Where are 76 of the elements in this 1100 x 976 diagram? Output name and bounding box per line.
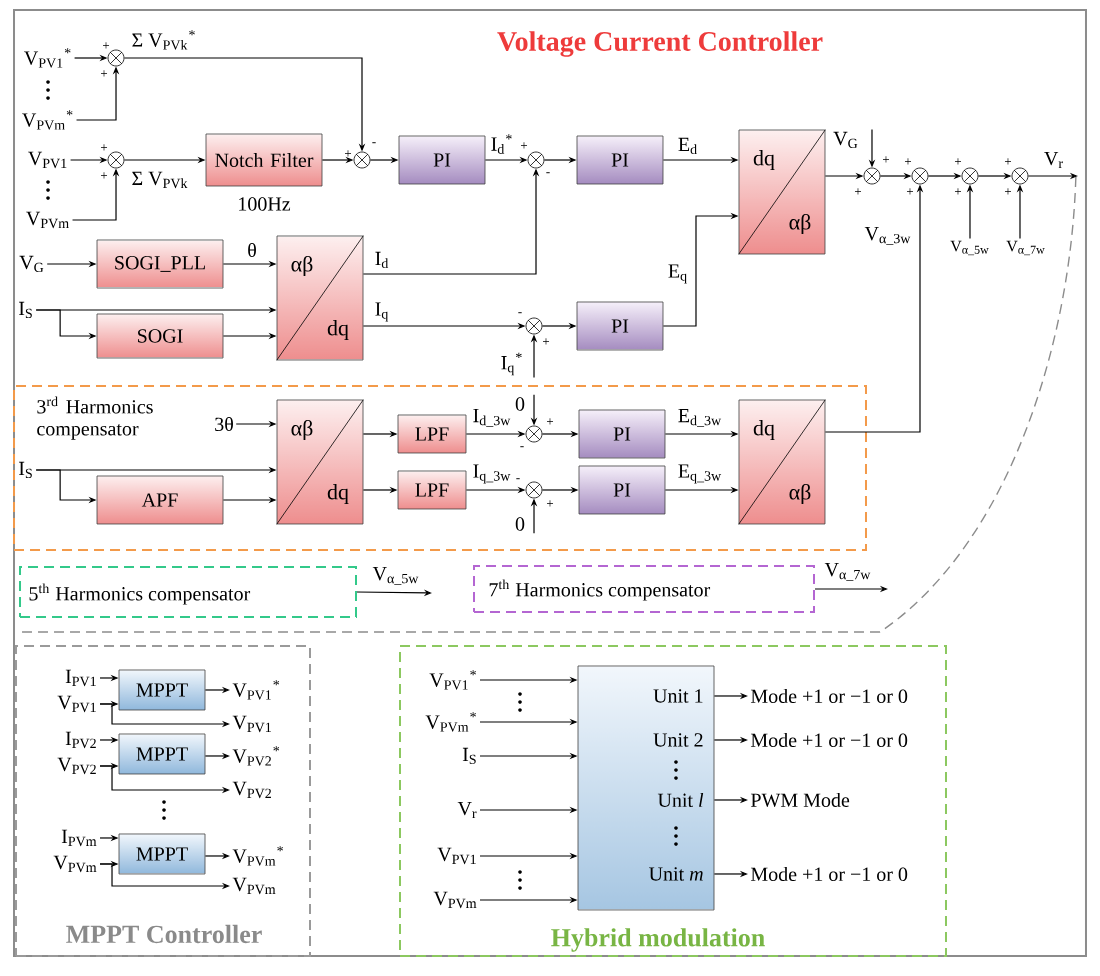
signal-label: V$_{PVm}$	[26, 211, 69, 229]
signal-label: PWM Mode	[750, 792, 850, 808]
edge-label: V$_{α_5w}$	[371, 566, 421, 586]
transform-block: dq αβ	[738, 399, 826, 525]
signal-label: V$_{PVm}$	[433, 891, 477, 909]
function-block: PI	[576, 135, 664, 185]
function-block: LPF	[397, 414, 467, 454]
signal-label: I$_{PV1}$	[65, 669, 96, 687]
signal-label: V$_{PVm}$	[53, 855, 97, 873]
summing-junction	[353, 151, 371, 169]
function-block: SOGI_PLL	[96, 239, 224, 289]
signal-label: V$_{PV1}$	[232, 715, 271, 733]
signal-label: Mode +1 or −1 or 0	[750, 732, 908, 747]
edge-label: V$_{α_3w}$	[863, 226, 913, 246]
function-block: MPPT	[118, 833, 206, 875]
function-block: APF	[96, 475, 224, 525]
function-block: Notch Filter	[205, 133, 323, 187]
edge-label: E$_{q_3w}$	[676, 463, 724, 485]
function-block: LPF	[397, 470, 467, 510]
signal-label: 0	[515, 397, 525, 411]
signal-label: 3θ	[215, 416, 233, 432]
function-block: PI	[578, 409, 666, 459]
modulation-block: Unit 1 Unit 2 Unit l Unit m	[577, 665, 715, 911]
transform-block: αβ dq	[276, 235, 364, 361]
signal-label: 0	[515, 517, 525, 531]
signal-label: I$_{S}$	[462, 747, 476, 765]
function-block: MPPT	[118, 733, 206, 775]
dashed-frame: 5$^{th}$ Harmonics compensator	[19, 566, 357, 618]
transform-block: dq αβ	[738, 129, 826, 255]
function-block: MPPT	[118, 669, 206, 711]
summing-junction	[107, 151, 125, 169]
signal-label: V$_{r}$	[457, 801, 477, 819]
edge-label: E$_{d}$	[676, 136, 700, 156]
signal-label: I$_{S}$	[19, 301, 32, 319]
signal-label: V$_{PV1}$	[437, 847, 476, 865]
function-block: PI	[398, 135, 486, 185]
edge-label: I$_{d}$	[373, 250, 391, 270]
signal-label: I$_{S}$	[19, 461, 32, 479]
edge-label: E$_{d_3w}$	[676, 408, 724, 428]
transform-block: αβ dq	[276, 399, 364, 525]
summing-junction	[525, 425, 543, 443]
signal-label: V$_{α_5w}$	[950, 240, 989, 256]
summing-junction	[863, 167, 881, 185]
signal-label: V$_{PVm}$	[232, 877, 276, 895]
summing-junction	[527, 151, 545, 169]
signal-label: I$_{PV2}$	[65, 731, 96, 749]
signal-label: V$_{PV2}$	[57, 757, 96, 775]
signal-label: V$_{PV1}$	[28, 151, 67, 169]
signal-label: Mode +1 or −1 or 0	[750, 866, 908, 881]
summing-junction	[911, 167, 929, 185]
summing-junction	[107, 49, 125, 67]
edge-label: I$_{q_3w}$	[471, 463, 513, 485]
function-block: PI	[578, 465, 666, 515]
section-title: Voltage Current Controller	[497, 31, 823, 57]
edge-label: θ	[246, 241, 258, 259]
signal-label: I$_{PVm}$	[61, 829, 97, 847]
summing-junction	[525, 481, 543, 499]
edge-label: E$_{q}$	[666, 263, 690, 285]
edge-label: V$_{r}$	[1042, 150, 1066, 170]
function-block: SOGI	[96, 313, 224, 359]
signal-label: V$_{PV1}$	[57, 695, 96, 713]
edge-label: Σ V$_{PVk}$	[130, 170, 190, 190]
summing-junction	[961, 167, 979, 185]
caption-label: 100Hz	[239, 197, 291, 211]
edge-label: I$_{q}$	[373, 301, 391, 323]
signal-label: V$_{PV2}$	[232, 781, 271, 799]
summing-junction	[1011, 167, 1029, 185]
signal-label: V$_{G}$	[833, 131, 858, 149]
signal-label: V$_{G}$	[19, 255, 44, 273]
summing-junction	[525, 317, 543, 335]
function-block: PI	[576, 301, 664, 351]
signal-label: V$_{α_7w}$	[1006, 240, 1045, 256]
signal-label: Mode +1 or −1 or 0	[750, 688, 908, 703]
edge-label: I$_{d_3w}$	[471, 408, 513, 428]
dashed-frame: 7$^{th}$ Harmonics compensator	[473, 565, 815, 613]
edge-label: V$_{α_7w}$	[823, 562, 873, 582]
